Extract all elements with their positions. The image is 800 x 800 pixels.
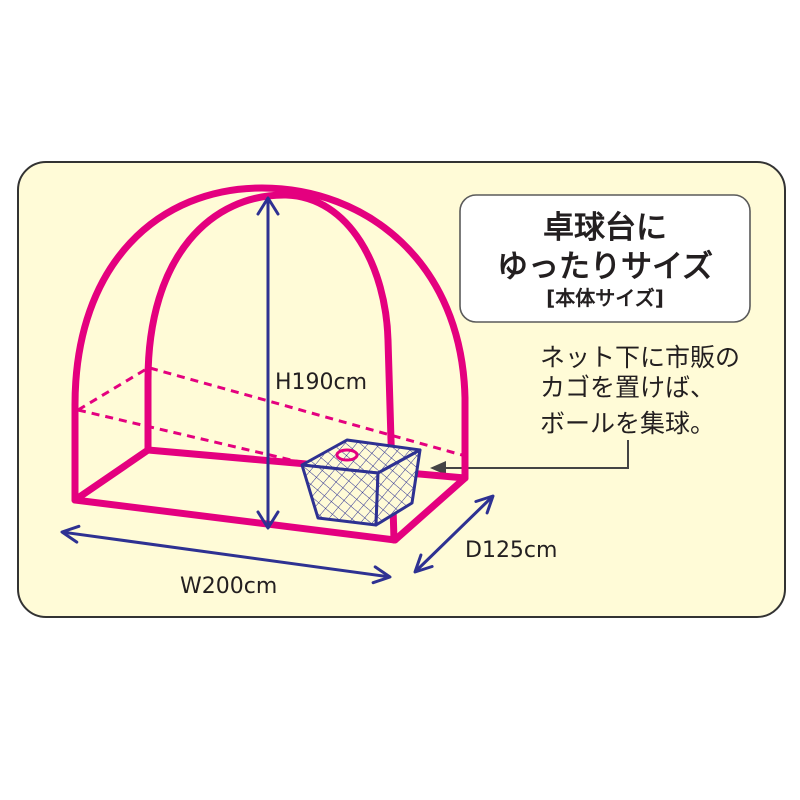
title-line-1: 卓球台に (543, 210, 667, 246)
height-arrowhead-top (256, 196, 280, 216)
depth-dimension (413, 494, 495, 574)
height-dimension (256, 196, 280, 530)
title-box (459, 194, 751, 323)
net-dashed-front (77, 408, 305, 465)
basket-handle (335, 448, 359, 462)
width-label: W200cm (180, 574, 277, 599)
frame-arch-outer (71, 184, 469, 504)
depth-arrowhead-top (474, 494, 495, 515)
depth-arrow-line (414, 495, 494, 573)
depth-label: D125cm (465, 538, 557, 563)
frame-bottom-right (391, 474, 469, 544)
title-line-2: ゆったりサイズ (497, 249, 713, 285)
note-line-3: ボールを集球。 (540, 409, 715, 438)
ball-basket (300, 438, 422, 527)
height-label: H190cm (275, 370, 367, 395)
note-pointer-line (442, 440, 629, 469)
frame-bottom-left (71, 446, 152, 504)
depth-arrowhead-bottom (413, 553, 434, 574)
height-arrowhead-bottom (256, 510, 280, 530)
width-arrow-line (62, 530, 390, 579)
basket-side-face (374, 448, 422, 527)
note-line-2: カゴを置けば、 (540, 373, 715, 402)
frame-bottom-front (71, 496, 399, 544)
width-arrowhead-left (60, 524, 81, 544)
frame-arch-inner (144, 191, 398, 544)
net-dashed-back (149, 366, 463, 457)
note-pointer-arrowhead (430, 461, 446, 475)
width-arrowhead-right (371, 565, 392, 585)
width-dimension (60, 524, 392, 585)
note-line-1: ネット下に市販の (540, 343, 740, 372)
title-subtitle: [本体サイズ] (546, 286, 664, 310)
